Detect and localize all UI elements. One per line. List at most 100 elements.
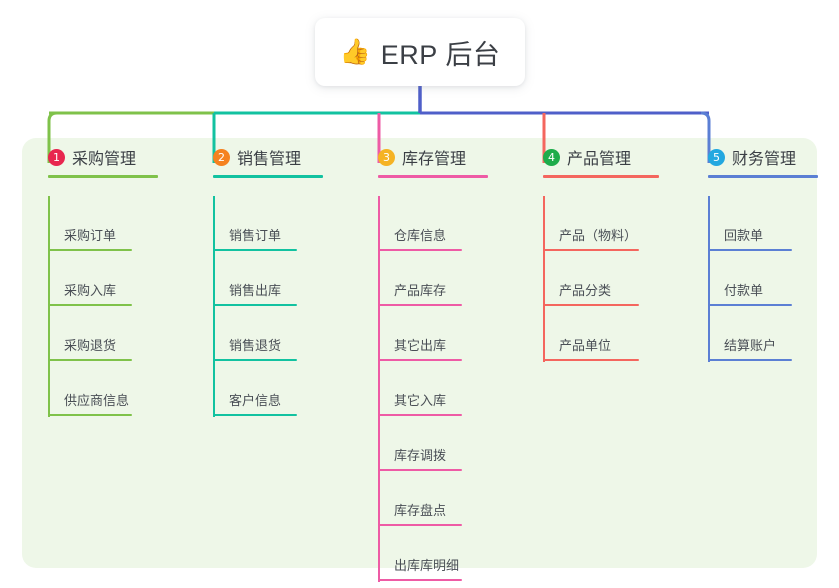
leaf-item[interactable]: 采购入库 [36,251,191,306]
category-underline [378,175,488,178]
leaf-item[interactable]: 付款单 [696,251,821,306]
leaf-item-underline [378,414,462,416]
leaf-item-label: 结算账户 [724,338,777,353]
category-title: 销售管理 [237,151,302,168]
category-column-5: 5 财务管理回款单付款单结算账户 [696,145,821,361]
leaf-item-label: 出库库明细 [394,558,460,573]
category-title: 产品管理 [567,151,632,168]
leaf-item[interactable]: 产品分类 [531,251,686,306]
leaf-item[interactable]: 客户信息 [201,361,356,416]
leaf-item-label: 供应商信息 [64,393,130,408]
leaf-item-label: 采购订单 [64,228,117,243]
leaf-item-label: 销售订单 [229,228,282,243]
category-number-badge: 2 [213,148,230,166]
category-number-badge: 4 [543,148,560,166]
leaf-item-underline [48,304,132,306]
leaf-item-label: 客户信息 [229,393,282,408]
category-items-4: 产品（物料） 产品分类产品单位 [531,196,686,361]
leaf-item[interactable]: 其它出库 [366,306,521,361]
category-underline [708,175,818,178]
leaf-item[interactable]: 供应商信息 [36,361,191,416]
leaf-item[interactable]: 库存调拨 [366,416,521,471]
leaf-item-label: 产品（物料） [559,228,638,243]
leaf-item[interactable]: 产品单位 [531,306,686,361]
category-underline [213,175,323,178]
leaf-item[interactable]: 其它入库 [366,361,521,416]
category-spine [378,196,380,581]
leaf-item[interactable]: 销售出库 [201,251,356,306]
category-header-2[interactable]: 2 销售管理 [201,145,356,169]
category-column-2: 2 销售管理销售订单销售出库销售退货客户信息 [201,145,356,416]
leaf-item-underline [708,304,792,306]
leaf-item[interactable]: 产品（物料） [531,196,686,251]
category-items-3: 仓库信息产品库存其它出库其它入库库存调拨库存盘点出库库明细 [366,196,521,581]
leaf-item-label: 产品分类 [559,283,612,298]
leaf-item-label: 回款单 [724,228,764,243]
leaf-item[interactable]: 采购订单 [36,196,191,251]
leaf-item-label: 产品单位 [559,338,612,353]
leaf-item[interactable]: 出库库明细 [366,526,521,581]
category-column-1: 1 采购管理采购订单采购入库采购退货供应商信息 [36,145,191,416]
diagram-background-panel [22,138,817,568]
leaf-item-underline [543,249,639,251]
root-node-title: ERP 后台 [380,39,501,70]
category-header-1[interactable]: 1 采购管理 [36,145,191,169]
leaf-item-underline [378,524,462,526]
thumbs-up-icon: 👍 [339,37,371,66]
category-number-badge: 5 [708,148,725,166]
leaf-item-underline [213,414,297,416]
leaf-item-label: 付款单 [724,283,764,298]
category-items-2: 销售订单销售出库销售退货客户信息 [201,196,356,416]
leaf-item-underline [543,304,639,306]
root-node-content: 👍 ERP 后台 [340,33,501,72]
category-column-3: 3 库存管理仓库信息产品库存其它出库其它入库库存调拨库存盘点出库库明细 [366,145,521,581]
category-title: 采购管理 [72,151,137,168]
category-number-badge: 3 [378,148,395,166]
leaf-item[interactable]: 回款单 [696,196,821,251]
leaf-item-underline [708,249,792,251]
leaf-item-underline [48,249,132,251]
leaf-item-underline [48,359,132,361]
leaf-item-label: 产品库存 [394,283,447,298]
category-title: 财务管理 [732,151,797,168]
category-underline [48,175,158,178]
category-title: 库存管理 [402,151,467,168]
leaf-item-underline [378,304,462,306]
leaf-item-underline [378,249,462,251]
leaf-item-label: 库存调拨 [394,448,447,463]
leaf-item-label: 其它入库 [394,393,447,408]
leaf-item-underline [378,469,462,471]
leaf-item[interactable]: 产品库存 [366,251,521,306]
leaf-item[interactable]: 仓库信息 [366,196,521,251]
leaf-item-underline [213,249,297,251]
leaf-item-label: 其它出库 [394,338,447,353]
category-number-badge: 1 [48,148,65,166]
category-items-1: 采购订单采购入库采购退货供应商信息 [36,196,191,416]
category-spine [708,196,710,361]
leaf-item-label: 销售出库 [229,283,282,298]
leaf-item[interactable]: 结算账户 [696,306,821,361]
leaf-item[interactable]: 库存盘点 [366,471,521,526]
category-header-3[interactable]: 3 库存管理 [366,145,521,169]
category-header-5[interactable]: 5 财务管理 [696,145,821,169]
leaf-item[interactable]: 采购退货 [36,306,191,361]
category-header-4[interactable]: 4 产品管理 [531,145,686,169]
leaf-item-underline [213,304,297,306]
leaf-item-underline [378,579,462,581]
leaf-item-label: 采购退货 [64,338,117,353]
leaf-item-underline [213,359,297,361]
leaf-item-label: 库存盘点 [394,503,447,518]
column-stem-corner-1 [47,111,58,122]
leaf-item-label: 采购入库 [64,283,117,298]
category-underline [543,175,659,178]
root-node[interactable]: 👍 ERP 后台 [315,18,525,86]
leaf-item[interactable]: 销售退货 [201,306,356,361]
leaf-item-label: 仓库信息 [394,228,447,243]
leaf-item-label: 销售退货 [229,338,282,353]
leaf-item-underline [708,359,792,361]
leaf-item-underline [378,359,462,361]
category-items-5: 回款单付款单结算账户 [696,196,821,361]
leaf-item[interactable]: 销售订单 [201,196,356,251]
leaf-item-underline [48,414,132,416]
